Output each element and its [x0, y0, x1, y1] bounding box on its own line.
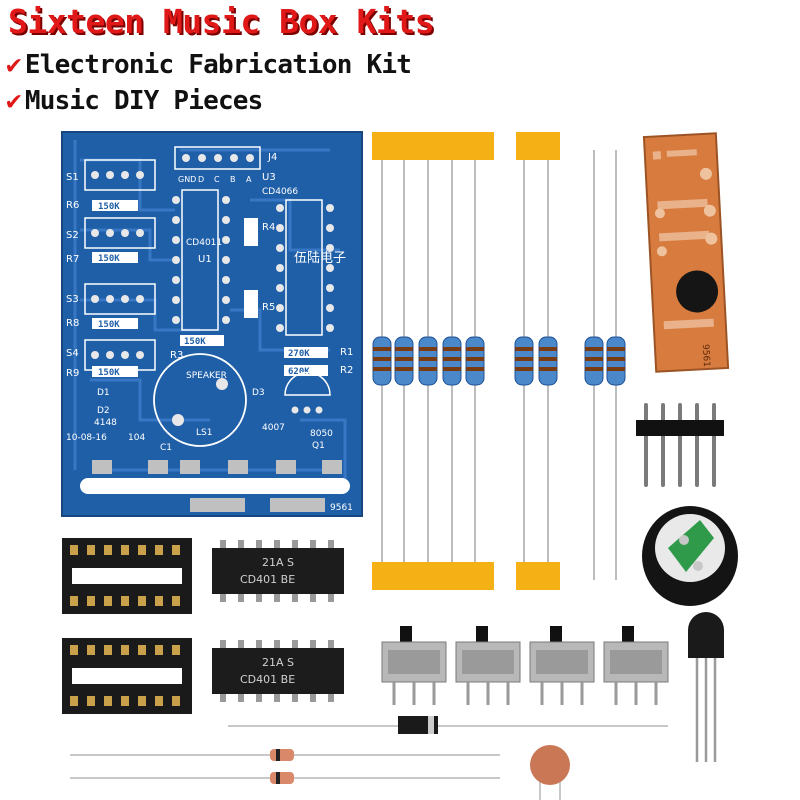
chip-marking: CD401 BE [240, 573, 295, 586]
pcb-label: S2 [66, 230, 79, 241]
feature-line-2: ✔Music DIY Pieces [6, 86, 263, 116]
pcb-label: 4007 [262, 423, 285, 433]
ic-chip: 21A S CD401 BE [212, 540, 344, 602]
pcb-label: 150K [98, 368, 120, 378]
pcb-board: 150K 150K 150K 150K 150K 270K 620K S1 S2… [61, 131, 363, 517]
pcb-label: GND [178, 175, 196, 184]
pcb-label: S3 [66, 294, 79, 305]
diode-1n4148 [70, 772, 500, 784]
pcb-label: A [246, 175, 252, 184]
feature-line-1: ✔Electronic Fabrication Kit [6, 50, 412, 80]
chip-marking: 21A S [262, 656, 294, 669]
feature-text-1: Electronic Fabrication Kit [24, 50, 412, 80]
pcb-label: Q1 [312, 441, 325, 451]
pcb-label: R6 [66, 200, 79, 211]
ic-socket [62, 538, 192, 614]
pcb-label: J4 [267, 152, 277, 163]
pin-header [636, 403, 724, 487]
pcb-label: U3 [262, 172, 276, 183]
pcb-label: 8050 [310, 429, 333, 439]
pcb-label: CD4066 [262, 187, 298, 197]
pcb-label: S1 [66, 172, 79, 183]
pcb-label: 150K [98, 202, 120, 212]
pcb-label: D [198, 175, 204, 184]
pcb-label: D2 [97, 406, 110, 416]
ic-socket [62, 638, 192, 714]
pcb-label: CD4011 [186, 238, 222, 248]
pcb-label: R3 [170, 350, 183, 361]
transistor [688, 612, 724, 762]
pcb-label: 150K [98, 254, 120, 264]
pcb-label: 10-08-16 [66, 433, 107, 443]
pcb-label: D3 [252, 388, 265, 398]
product-title: Sixteen Music Box Kits [8, 2, 435, 41]
pcb-label: 620K [288, 367, 310, 377]
pcb-label: 150K [184, 337, 206, 347]
slide-switch [455, 626, 521, 705]
slide-switch [381, 626, 447, 705]
pcb-label: R4 [262, 222, 275, 233]
slide-switch [603, 626, 669, 705]
module-label: 9561 [700, 344, 711, 367]
pcb-label: SPEAKER [186, 371, 227, 381]
pcb-label: R8 [66, 318, 79, 329]
ceramic-capacitor [530, 745, 570, 800]
pcb-label: C1 [160, 443, 172, 453]
pcb-label: R2 [340, 365, 353, 376]
pcb-label: R5 [262, 302, 275, 313]
pcb-label: D1 [97, 388, 110, 398]
slide-switch [529, 626, 595, 705]
pcb-label: 270K [288, 349, 310, 359]
chip-marking: 21A S [262, 556, 294, 569]
pcb-label: 9561 [330, 503, 353, 513]
music-module: 9561 [642, 132, 730, 373]
checkmark-icon: ✔ [6, 50, 22, 80]
feature-text-2: Music DIY Pieces [24, 86, 263, 116]
buzzer [642, 506, 738, 606]
pcb-label: R7 [66, 254, 79, 265]
ic-chip: 21A S CD401 BE [212, 640, 344, 702]
pcb-label: R1 [340, 347, 353, 358]
diode-1n4007 [228, 716, 668, 734]
pcb-label: 4148 [94, 418, 117, 428]
pcb-label: U1 [198, 254, 212, 265]
pcb-chinese-text: 伍陆电子 [294, 250, 346, 266]
pcb-label: C [214, 175, 220, 184]
pcb-label: R9 [66, 368, 79, 379]
pcb-label: B [230, 175, 236, 184]
pcb-label: 104 [128, 433, 145, 443]
resistor-strip [372, 132, 626, 590]
pcb-label: 150K [98, 320, 120, 330]
diode-1n4148 [70, 749, 500, 761]
pcb-label: S4 [66, 348, 79, 359]
checkmark-icon: ✔ [6, 86, 22, 116]
chip-marking: CD401 BE [240, 673, 295, 686]
pcb-label: LS1 [196, 428, 212, 438]
